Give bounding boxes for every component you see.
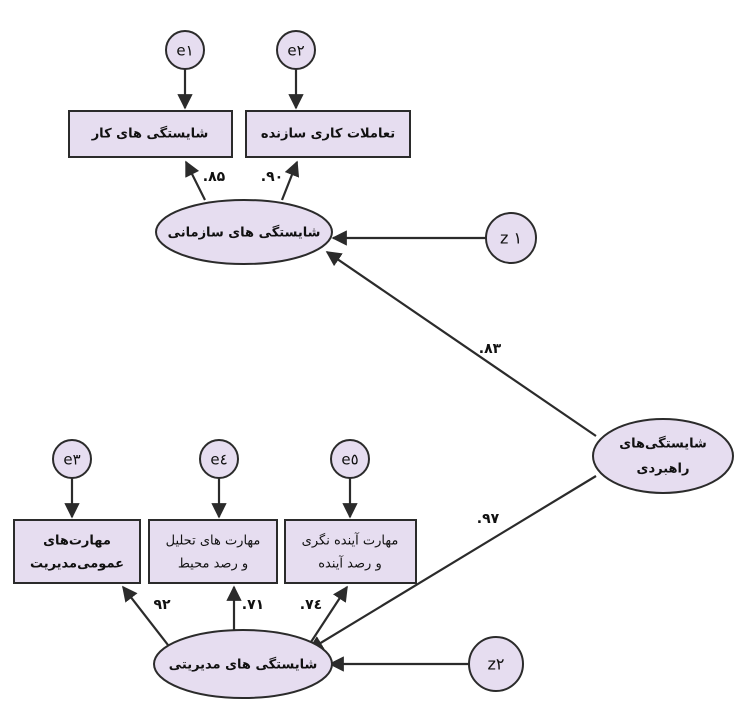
error-label-e2: e۲ bbox=[287, 42, 304, 60]
latent-strategic-label-line2: راهبردی bbox=[637, 462, 690, 477]
loading-future: .۷٤ bbox=[300, 597, 322, 613]
observed-interact bbox=[245, 110, 411, 158]
error-node-e3 bbox=[52, 439, 92, 479]
error-label-e3: e۳ bbox=[63, 451, 80, 469]
observed-general-label-line1: مهارت‌های bbox=[43, 534, 111, 549]
disturbance-label-z1: z ۱ bbox=[500, 229, 522, 248]
error-node-e5 bbox=[330, 439, 370, 479]
latent-org bbox=[155, 199, 333, 265]
observed-general bbox=[13, 519, 141, 584]
latent-strategic bbox=[592, 418, 734, 494]
error-label-e1: e۱ bbox=[176, 42, 193, 60]
path-mgmt-general bbox=[122, 585, 169, 646]
path-org-interact bbox=[280, 160, 300, 201]
loading-general: ۹۲ bbox=[153, 597, 171, 613]
error-node-e4 bbox=[199, 439, 239, 479]
error-node-e1 bbox=[165, 30, 205, 70]
loading-interact: .۹۰ bbox=[261, 169, 283, 185]
latent-mgmt bbox=[153, 629, 333, 699]
observed-analysis-label-line2: و رصد محیط bbox=[178, 557, 248, 572]
loading-org: .۸۳ bbox=[479, 341, 502, 357]
disturbance-label-z2: z۲ bbox=[488, 655, 505, 674]
observed-interact-label: تعاملات کاری سازنده bbox=[261, 127, 395, 142]
observed-analysis-label-line1: مهارت های تحلیل bbox=[166, 534, 261, 549]
error-label-e5: e٥ bbox=[341, 451, 358, 469]
observed-work-label: شایستگی های کار bbox=[91, 126, 209, 142]
error-label-e4: e٤ bbox=[210, 451, 227, 469]
disturbance-node-z1 bbox=[485, 212, 537, 264]
observed-future bbox=[284, 519, 417, 584]
observed-future-label-line2: و رصد آینده bbox=[318, 555, 381, 572]
loading-analysis: .۷۱ bbox=[242, 597, 264, 613]
path-mgmt-future bbox=[310, 585, 348, 643]
latent-strategic-label-line1: شایستگی‌های bbox=[619, 436, 707, 452]
observed-work bbox=[68, 110, 233, 158]
observed-future-label-line1: مهارت آینده نگری bbox=[302, 532, 399, 549]
loading-mgmt: .۹۷ bbox=[477, 511, 500, 527]
path-strategic-org bbox=[325, 251, 597, 437]
observed-general-label-line2: عمومی‌مدیریت bbox=[30, 557, 124, 572]
observed-analysis bbox=[148, 519, 278, 584]
disturbance-node-z2 bbox=[468, 636, 524, 692]
path-strategic-mgmt bbox=[307, 475, 597, 651]
error-node-e2 bbox=[276, 30, 316, 70]
latent-mgmt-label: شایستگی های مدیریتی bbox=[169, 657, 318, 673]
loading-work: .۸۵ bbox=[203, 169, 226, 185]
latent-org-label: شایستگی های سازمانی bbox=[168, 225, 321, 241]
path-org-work bbox=[185, 160, 206, 201]
